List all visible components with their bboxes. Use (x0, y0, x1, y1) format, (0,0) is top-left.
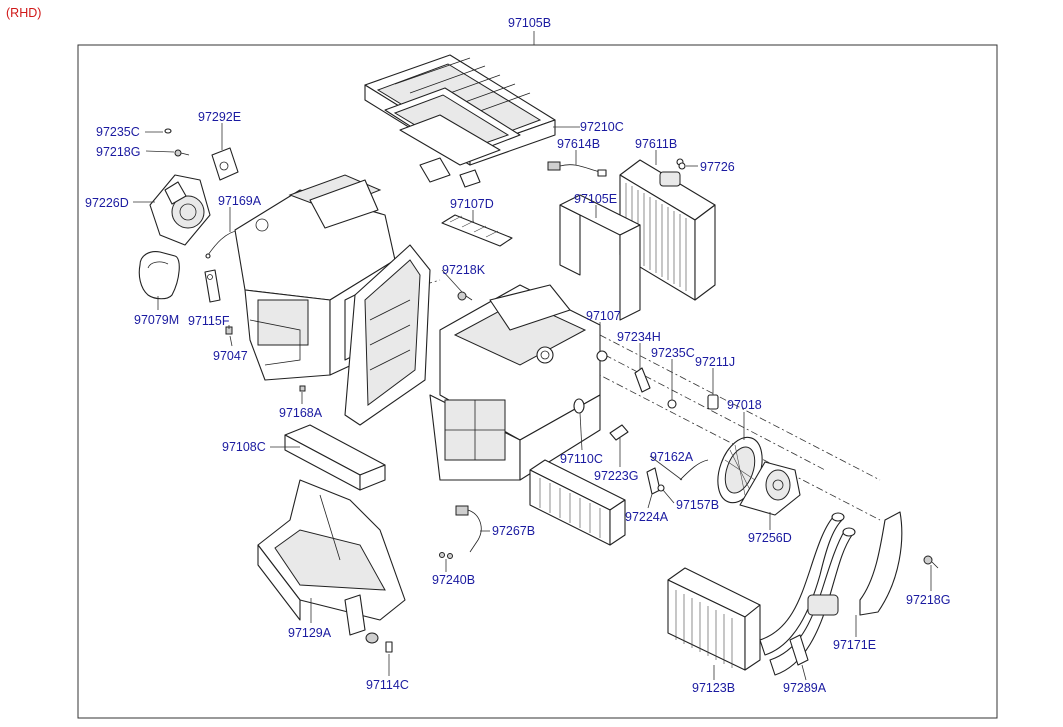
part-97240B-clip (439, 552, 453, 559)
label-97171E[interactable]: 97171E (833, 638, 876, 652)
label-97047[interactable]: 97047 (213, 349, 248, 363)
part-97079M-filter (138, 251, 180, 300)
label-97256D[interactable]: 97256D (748, 531, 792, 545)
label-97218K[interactable]: 97218K (442, 263, 486, 277)
label-97224A[interactable]: 97224A (625, 510, 669, 524)
label-97169A[interactable]: 97169A (218, 194, 262, 208)
label-97289A[interactable]: 97289A (783, 681, 827, 695)
part-97289A-clip (789, 634, 809, 666)
label-97240B[interactable]: 97240B (432, 573, 475, 587)
part-97115F-arm (204, 269, 221, 303)
label-97218G-left[interactable]: 97218G (96, 145, 140, 159)
part-97171E-pipes (759, 511, 903, 676)
label-97226D[interactable]: 97226D (85, 196, 129, 210)
part-97162A-cable (679, 459, 709, 481)
label-97123B[interactable]: 97123B (692, 681, 735, 695)
leader-lines (133, 123, 932, 681)
label-97105B[interactable]: 97105B (508, 16, 551, 30)
label-97235C-left[interactable]: 97235C (96, 125, 140, 139)
part-97226D-actuator (149, 174, 211, 246)
label-97105E[interactable]: 97105E (574, 192, 617, 206)
label-97168A[interactable]: 97168A (279, 406, 323, 420)
part-97123B-heater-core (667, 567, 761, 671)
part-97110C-grommet (573, 398, 585, 414)
part-97235C-clip-left (164, 128, 172, 134)
label-97267B[interactable]: 97267B (492, 524, 535, 538)
part-97211J-motor (707, 394, 719, 410)
part-97210C-filter-cover (364, 54, 556, 188)
part-97107D-filter (441, 214, 513, 247)
part-97614B-sensor (547, 161, 607, 177)
label-97726[interactable]: 97726 (700, 160, 735, 174)
part-97267B-sensor (455, 505, 482, 553)
part-97218G-screw-right (923, 555, 939, 569)
label-97223G[interactable]: 97223G (594, 469, 638, 483)
part-97235C-clip-right (667, 399, 677, 409)
part-97168A-clip (299, 385, 306, 392)
label-97611B[interactable]: 97611B (635, 137, 677, 151)
region-note: (RHD) (6, 6, 41, 20)
label-97018[interactable]: 97018 (727, 398, 762, 412)
part-97129A-lower-case (257, 479, 406, 636)
label-97292E[interactable]: 97292E (198, 110, 241, 124)
part-97726-ring (678, 162, 686, 170)
label-97129A[interactable]: 97129A (288, 626, 332, 640)
label-97235C-right[interactable]: 97235C (651, 346, 695, 360)
label-97162A[interactable]: 97162A (650, 450, 694, 464)
label-97108C[interactable]: 97108C (222, 440, 266, 454)
part-97256D-motor (739, 461, 801, 516)
label-97110C[interactable]: 97110C (560, 452, 603, 466)
label-97614B[interactable]: 97614B (557, 137, 600, 151)
label-97157B[interactable]: 97157B (676, 498, 719, 512)
label-97234H[interactable]: 97234H (617, 330, 661, 344)
part-97218K-screw (457, 291, 473, 301)
label-97107D[interactable]: 97107D (450, 197, 494, 211)
label-97079M[interactable]: 97079M (134, 313, 179, 327)
label-97211J[interactable]: 97211J (695, 355, 735, 369)
part-97223G-link (609, 424, 629, 441)
part-97234H-lever (634, 367, 651, 393)
diagram-frame (77, 44, 998, 719)
label-97210C[interactable]: 97210C (580, 120, 624, 134)
part-labels: 97235C 97292E 97218G 97226D 97169A 97079… (85, 110, 950, 695)
part-middle-frame (344, 244, 431, 426)
part-97611B-evaporator (619, 158, 716, 301)
part-97105E-seal (559, 194, 641, 321)
label-97114C[interactable]: 97114C (366, 678, 409, 692)
label-97115F[interactable]: 97115F (188, 314, 230, 328)
part-97108C-cover (284, 424, 386, 491)
part-97114C-bolt (365, 632, 393, 653)
part-97292E-bracket (211, 147, 239, 181)
part-97107-door (596, 350, 608, 362)
label-97107[interactable]: 97107 (586, 309, 621, 323)
label-97218G-right[interactable]: 97218G (906, 593, 950, 607)
part-97218G-screw-left (174, 149, 190, 157)
part-right-housing (429, 284, 601, 481)
part-97224A-link (646, 467, 665, 495)
part-heater-panel (529, 459, 626, 546)
